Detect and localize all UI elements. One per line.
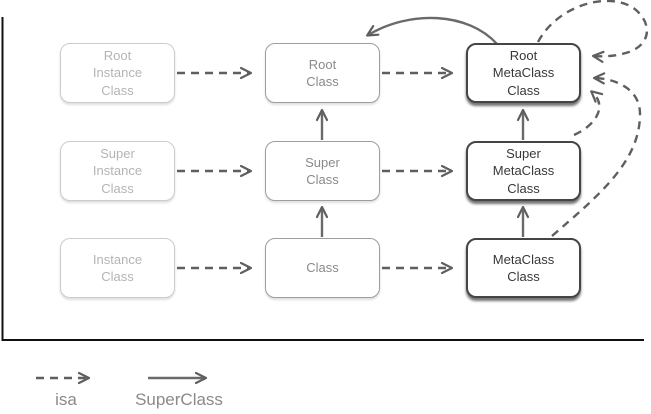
node-super-metaclass-class: Super MetaClass Class [466, 141, 581, 201]
isa-selfloop-root-metaclass [536, 0, 649, 63]
node-metaclass-class: MetaClass Class [466, 238, 581, 298]
node-super-instance-class: Super Instance Class [60, 141, 175, 201]
frame-axis-lines [1, 17, 644, 341]
legend-label-superclass: SuperClass [135, 390, 223, 409]
isa-arc-metaclass-to-root-metaclass [551, 72, 642, 237]
isa-arc-super-metaclass-to-root-metaclass [573, 90, 604, 137]
node-root-instance-class: Root Instance Class [60, 43, 175, 103]
node-root-class: Root Class [265, 43, 380, 103]
legend-label-isa: isa [55, 390, 77, 409]
node-instance-class: Instance Class [60, 238, 175, 298]
node-class: Class [265, 238, 380, 298]
superclass-arrow-root-metaclass-to-root-class [366, 16, 498, 45]
node-root-metaclass-class: Root MetaClass Class [466, 43, 581, 103]
node-super-class: Super Class [265, 141, 380, 201]
